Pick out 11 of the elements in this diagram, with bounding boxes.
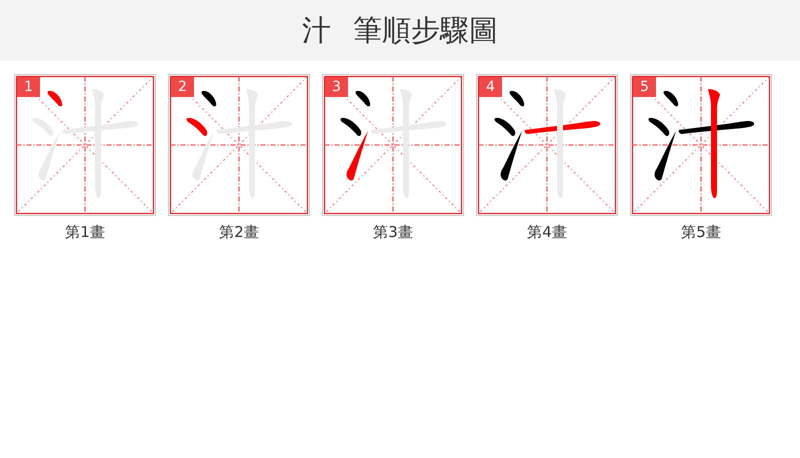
step-number-badge: 2	[171, 77, 194, 97]
step-caption: 第5畫	[680, 222, 722, 242]
step-number-badge: 5	[633, 77, 656, 97]
step-caption: 第1畫	[64, 222, 106, 242]
step-caption: 第3畫	[372, 222, 414, 242]
step-number-badge: 1	[17, 77, 40, 97]
step-number-badge: 4	[479, 77, 502, 97]
step-caption: 第2畫	[218, 222, 260, 242]
step-number-badge: 3	[325, 77, 348, 97]
step-caption: 第4畫	[526, 222, 568, 242]
page-title: 汁 筆順步驟圖	[300, 12, 500, 49]
